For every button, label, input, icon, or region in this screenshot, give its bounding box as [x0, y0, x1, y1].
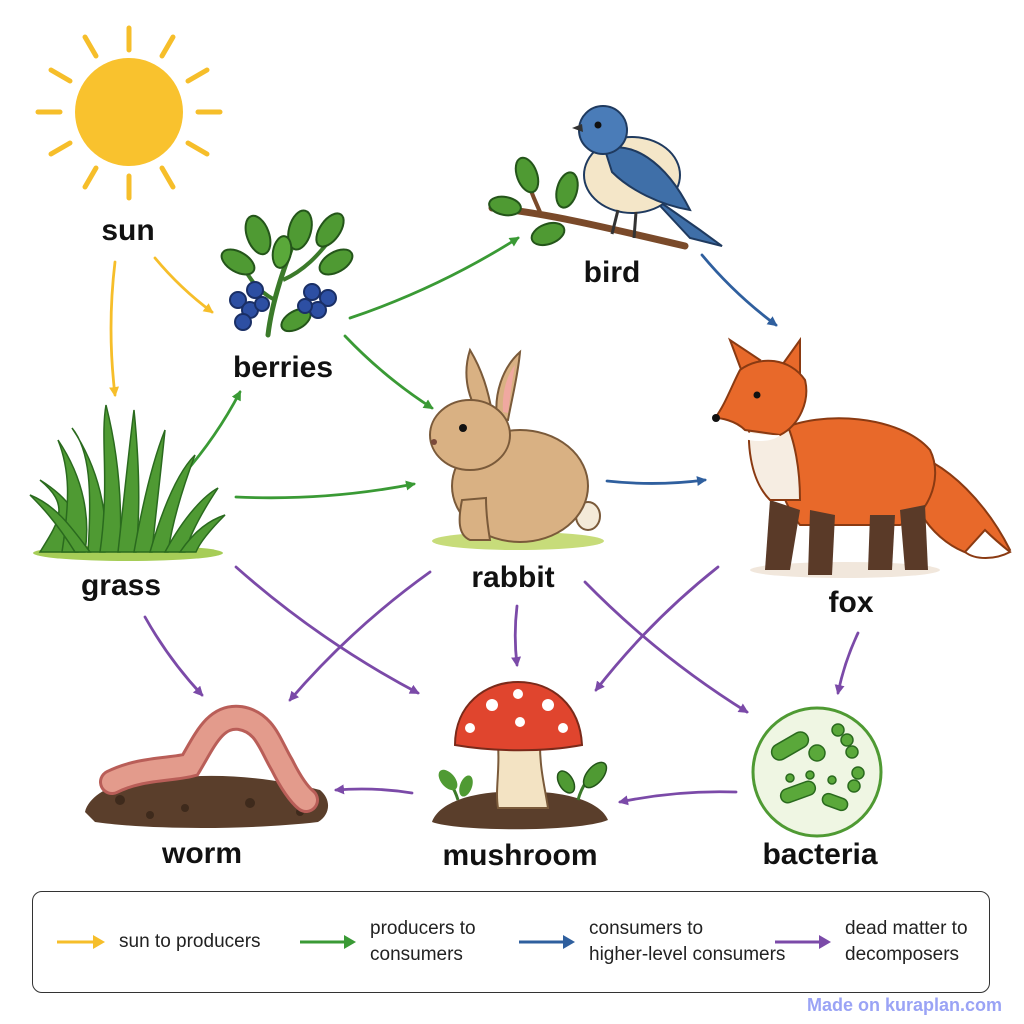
arrow-fox-to-bacteria — [834, 631, 860, 695]
label-mushroom: mushroom — [442, 839, 598, 872]
label-sun: sun — [101, 214, 155, 247]
berries-icon — [220, 209, 354, 338]
rabbit-icon — [429, 347, 604, 550]
arrow-rabbit-to-worm — [288, 570, 432, 702]
mushroom-icon — [432, 680, 608, 830]
legend-arrow-icon — [519, 935, 575, 949]
grass-icon — [29, 404, 226, 561]
legend-arrow-icon — [57, 935, 105, 949]
arrows-layer — [109, 236, 860, 806]
arrow-rabbit-to-mushroom — [511, 604, 522, 667]
arrow-fox-to-mushroom — [594, 565, 720, 692]
fox-icon — [712, 336, 1012, 578]
label-fox: fox — [828, 586, 874, 619]
legend-label: consumers to higher-level consumers — [589, 918, 786, 965]
arrow-grass-to-worm — [143, 615, 204, 697]
arrow-mushroom-to-worm — [334, 784, 414, 795]
arrow-grass-to-rabbit — [234, 480, 416, 500]
legend: sun to producers producers to consumers … — [32, 891, 990, 993]
arrow-bacteria-to-mushroom — [618, 790, 738, 806]
arrow-rabbit-to-fox — [605, 476, 707, 486]
label-bacteria: bacteria — [762, 838, 878, 871]
legend-item-dead-to-decomposers: dead matter to decomposers — [773, 892, 968, 992]
label-berries: berries — [232, 351, 334, 384]
label-rabbit: rabbit — [471, 561, 555, 594]
bacteria-icon — [751, 706, 883, 838]
label-bird: bird — [583, 256, 641, 289]
legend-arrow-icon — [775, 935, 831, 949]
legend-label: sun to producers — [119, 931, 261, 953]
arrow-rabbit-to-bacteria — [583, 580, 749, 714]
legend-arrow-icon — [300, 935, 356, 949]
worm-icon — [85, 704, 329, 828]
sun-icon — [35, 25, 223, 201]
arrow-berries-to-bird — [348, 236, 520, 320]
legend-item-sun-to-producers: sun to producers — [55, 892, 261, 992]
arrow-bird-to-fox — [700, 253, 778, 327]
label-worm: worm — [161, 837, 243, 870]
arrow-sun-to-berries — [153, 256, 214, 314]
legend-label: producers to consumers — [370, 918, 476, 965]
legend-item-producers-to-consumers: producers to consumers — [298, 892, 476, 992]
legend-label: dead matter to decomposers — [845, 918, 968, 965]
bird-icon — [488, 105, 723, 250]
label-grass: grass — [80, 569, 162, 602]
arrow-sun-to-grass — [109, 260, 120, 397]
arrow-berries-to-rabbit — [343, 334, 434, 410]
watermark: Made on kuraplan.com — [806, 995, 1002, 1015]
arrow-grass-to-mushroom — [234, 565, 420, 695]
legend-item-consumers-to-higher: consumers to higher-level consumers — [517, 892, 785, 992]
